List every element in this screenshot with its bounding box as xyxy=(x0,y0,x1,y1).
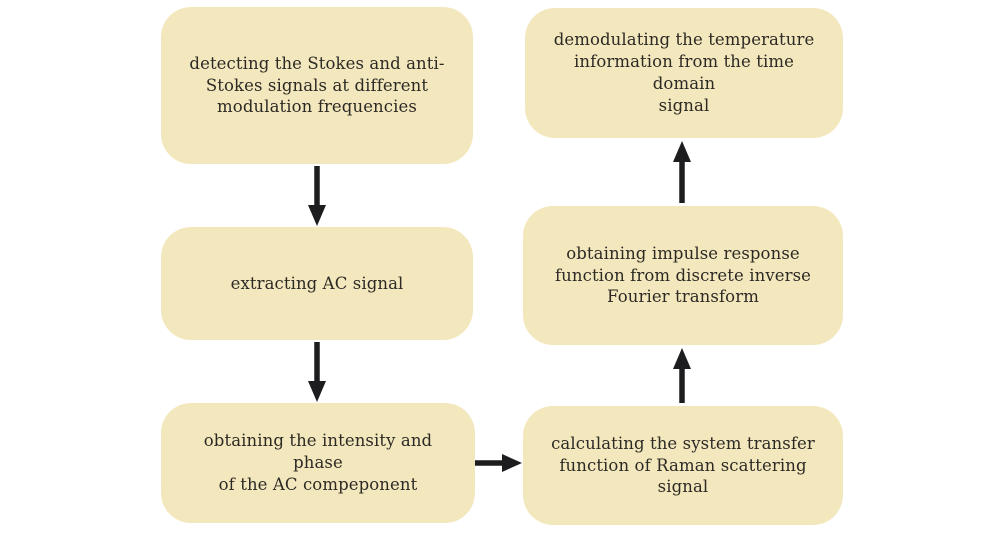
arrow-step4-to-step5-up-icon xyxy=(673,348,691,403)
flow-step-impulse-response: obtaining impulse response function from… xyxy=(523,206,843,345)
arrow-step1-to-step2-down-icon xyxy=(308,166,326,226)
flow-step-detect-stokes-signals: detecting the Stokes and anti- Stokes si… xyxy=(161,7,473,164)
flow-step-intensity-phase-ac: obtaining the intensity and phase of the… xyxy=(161,403,475,523)
flow-step-label: extracting AC signal xyxy=(230,273,404,293)
flow-step-label: obtaining the intensity and phase of the… xyxy=(203,431,433,494)
arrow-step3-to-step4-right-icon xyxy=(475,454,522,472)
arrow-step2-to-step3-down-icon xyxy=(308,342,326,402)
flow-step-system-transfer-function: calculating the system transfer function… xyxy=(523,406,843,525)
flow-step-label: detecting the Stokes and anti- Stokes si… xyxy=(189,53,445,117)
flow-step-label: calculating the system transfer function… xyxy=(551,433,815,497)
flow-step-extract-ac-signal: extracting AC signal xyxy=(161,227,473,340)
flow-step-label: demodulating the temperature information… xyxy=(553,30,815,115)
flow-step-demodulate-temperature: demodulating the temperature information… xyxy=(525,8,843,138)
flow-step-label: obtaining impulse response function from… xyxy=(554,243,812,307)
arrow-step5-to-step6-up-icon xyxy=(673,141,691,203)
